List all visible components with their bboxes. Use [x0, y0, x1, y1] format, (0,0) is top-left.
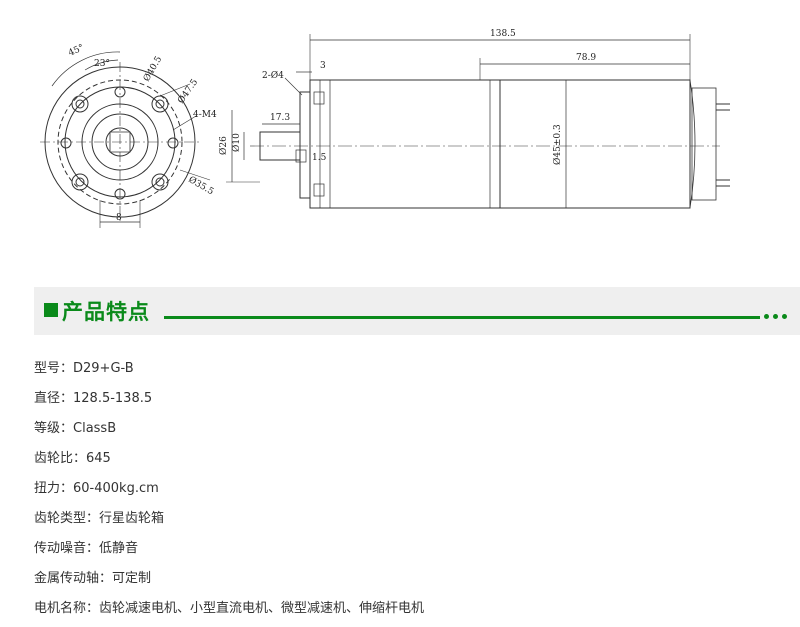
- dot-icon: [773, 314, 778, 319]
- motor-technical-drawing: 45° 23° Ø40.5 Ø47.5 4-M4 Ø35.5 8: [40, 29, 730, 228]
- section-rule: [164, 316, 760, 319]
- dot-icon: [764, 314, 769, 319]
- dim-key-8: 8: [116, 213, 122, 223]
- spec-model: 型号：D29+G-B: [34, 361, 134, 376]
- dim-hole: 2-Ø4: [262, 70, 284, 81]
- spec-torque: 扭力：60-400kg.cm: [34, 481, 159, 496]
- section-header: 产品特点: [34, 287, 800, 335]
- dim-d47-5: Ø47.5: [175, 77, 200, 106]
- dim-angle-23: 23°: [94, 59, 110, 69]
- dim-d26: Ø26: [218, 136, 229, 155]
- dim-d45: Ø45±0.3: [552, 124, 563, 165]
- front-view: [40, 51, 211, 228]
- dim-m4: 4-M4: [193, 110, 217, 120]
- dim-d10: Ø10: [231, 133, 242, 152]
- dot-icon: [782, 314, 787, 319]
- spec-list: 型号：D29+G-B 直径：128.5-138.5 等级：ClassB 齿轮比：…: [34, 357, 424, 627]
- spec-noise: 传动噪音：低静音: [34, 541, 139, 556]
- spec-motor-names: 电机名称：齿轮减速电机、小型直流电机、微型减速机、伸缩杆电机: [34, 601, 425, 616]
- spec-gear-type: 齿轮类型：行星齿轮箱: [34, 511, 165, 526]
- dim-angle-45: 45°: [67, 43, 86, 59]
- dim-step: 1.5: [312, 153, 327, 163]
- spec-class: 等级：ClassB: [34, 421, 117, 436]
- spec-diameter: 直径：128.5-138.5: [34, 391, 153, 406]
- dim-flange-thickness: 3: [320, 61, 326, 71]
- side-view: [226, 34, 730, 209]
- dim-total-length: 138.5: [490, 29, 516, 39]
- dim-d35-5: Ø35.5: [187, 174, 216, 197]
- spec-shaft: 金属传动轴：可定制: [34, 571, 152, 586]
- section-title: 产品特点: [62, 299, 150, 324]
- dim-shaft-length: 17.3: [270, 113, 290, 123]
- section-square-icon: [44, 303, 58, 317]
- spec-gear-ratio: 齿轮比：645: [34, 451, 111, 466]
- dim-motor-length: 78.9: [576, 53, 596, 63]
